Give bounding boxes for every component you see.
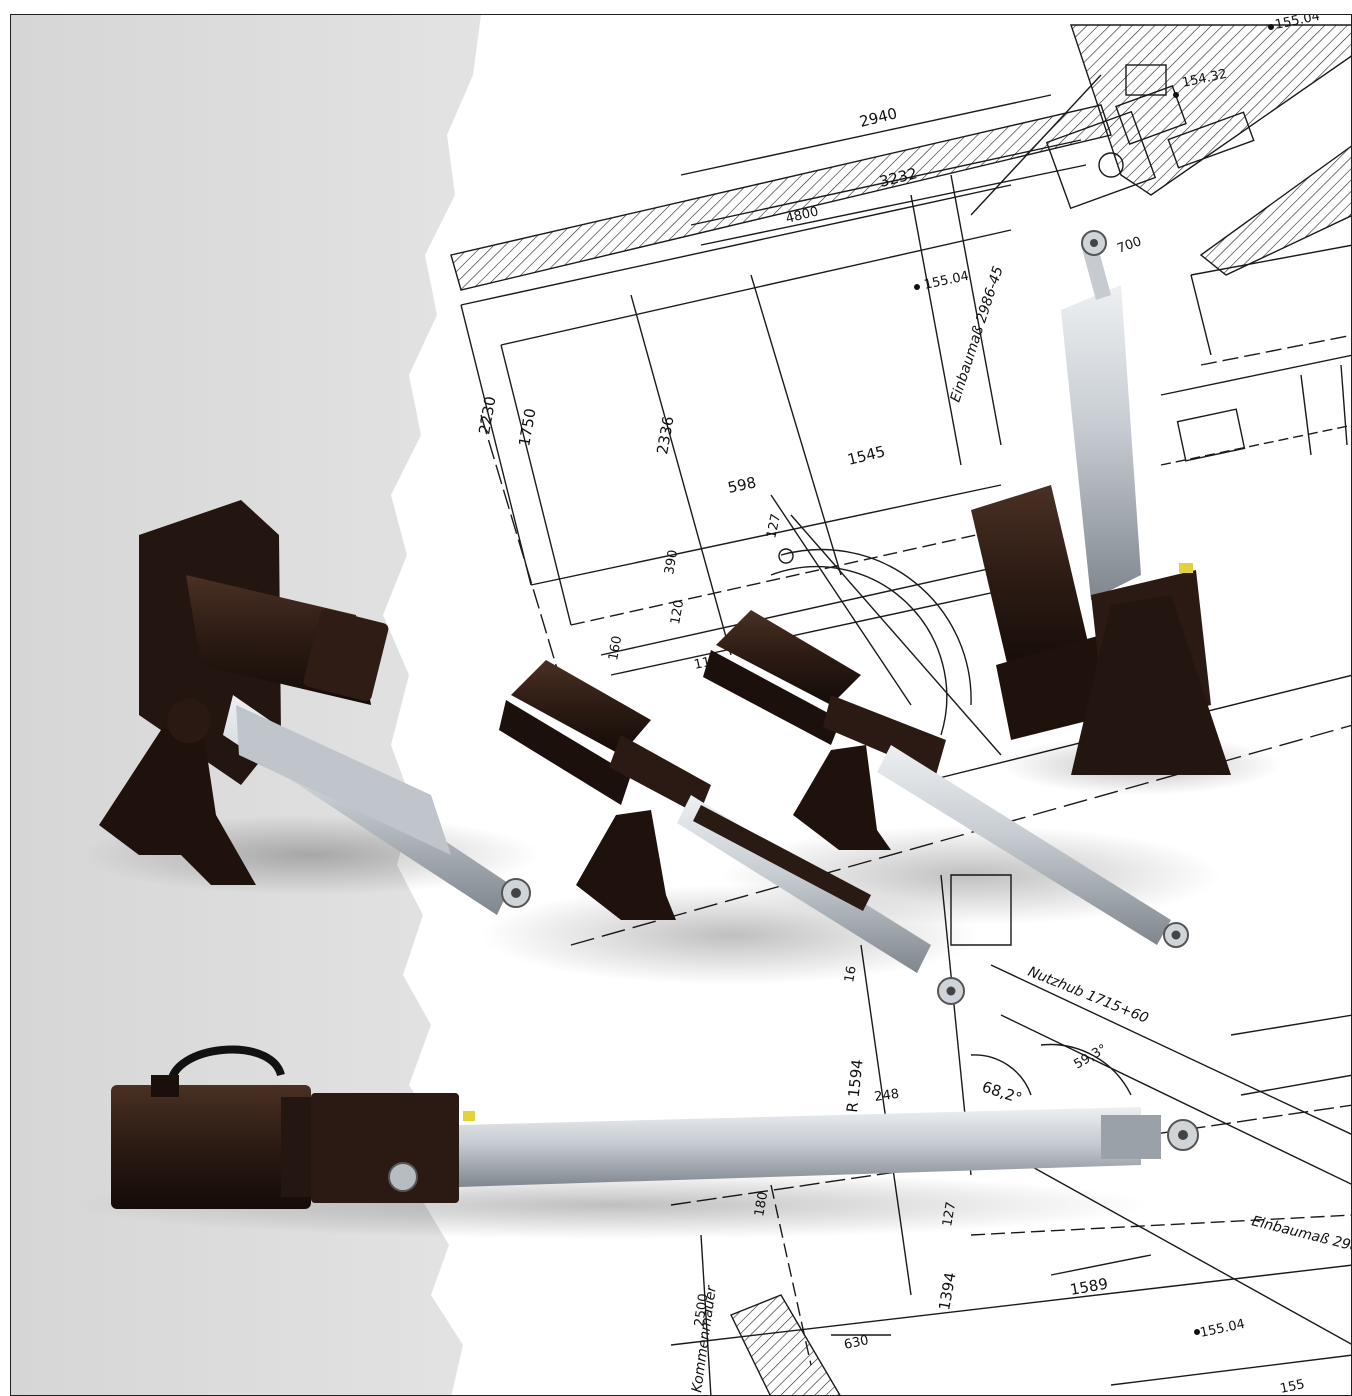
motor-body	[971, 485, 1091, 680]
piston-rod	[1081, 240, 1111, 300]
gearbox	[823, 695, 946, 775]
cable-connector	[151, 1075, 179, 1097]
label-598: 598	[726, 473, 758, 497]
survey-points	[914, 24, 1274, 1335]
spindle-cover	[693, 805, 871, 911]
label-160: 160	[606, 635, 625, 662]
rod-eye-hole	[1178, 1130, 1188, 1140]
rod-eye-hole	[1090, 239, 1098, 247]
gearbox	[311, 1093, 459, 1203]
pivot-boss	[167, 699, 211, 743]
trunnion-bolt	[388, 1162, 418, 1192]
label-390: 390	[662, 549, 681, 576]
foot-bracket	[99, 715, 256, 885]
cylinder-tube	[1061, 285, 1141, 600]
rod-eye-hole	[946, 986, 956, 996]
actuator-left-bracket	[99, 500, 531, 915]
status-label	[463, 1111, 475, 1121]
label-155-bottom: 155	[1279, 1377, 1306, 1396]
label-120: 120	[668, 599, 687, 626]
label-248: 248	[873, 1087, 900, 1105]
motor-underside	[499, 700, 631, 805]
rod-eye-hole	[1171, 930, 1181, 940]
motor-body	[716, 610, 861, 705]
motor-body	[511, 660, 651, 755]
motor-end-cap	[303, 608, 389, 702]
actuator-middle-right	[703, 610, 1189, 948]
rod-eye-hole	[511, 888, 521, 898]
motor-underside	[703, 650, 841, 745]
label-630: 630	[843, 1333, 870, 1353]
motor-cable	[167, 1045, 285, 1086]
actuator-horizontal	[111, 1045, 1199, 1209]
actuator-middle	[499, 660, 965, 1005]
foot-bracket	[576, 810, 676, 920]
label-r-1594: R 1594	[843, 1058, 866, 1113]
status-label	[1179, 563, 1193, 573]
gearbox	[609, 735, 711, 815]
cylinder-tube	[236, 705, 451, 855]
image-frame: 155.04 154.32 2940 3232 4800 700 155.04 …	[10, 14, 1352, 1396]
cylinder-tube	[459, 1107, 1141, 1187]
actuator-vertical	[971, 230, 1231, 775]
label-2500: 2500	[692, 1293, 711, 1328]
foot-bracket	[793, 745, 891, 850]
foot-bracket	[1071, 595, 1231, 775]
scene: 155.04 154.32 2940 3232 4800 700 155.04 …	[11, 15, 1351, 1396]
piston-rod	[877, 745, 1171, 945]
motor-base	[996, 635, 1111, 740]
motor-body	[111, 1085, 311, 1209]
label-127-a: 127	[764, 512, 784, 539]
rod-end	[1101, 1115, 1161, 1159]
